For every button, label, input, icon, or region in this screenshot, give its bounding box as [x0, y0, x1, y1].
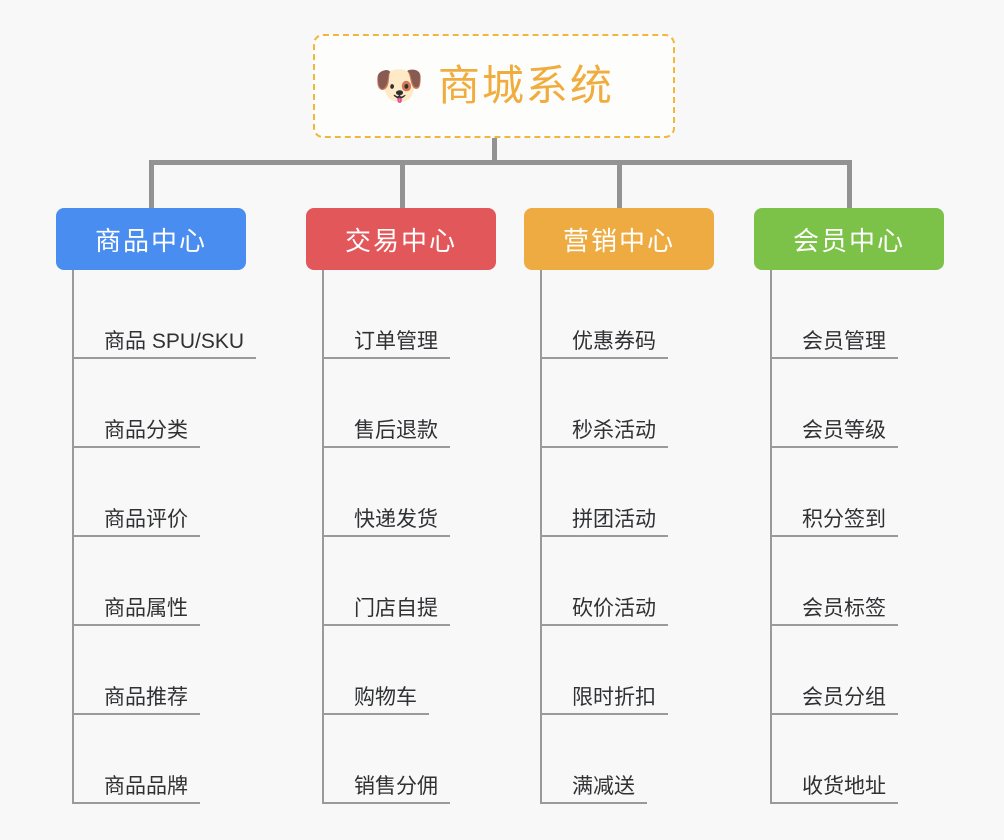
leaf-item-underline [540, 624, 668, 626]
leaf-item-underline [72, 624, 200, 626]
category-header-3[interactable]: 营销中心 [524, 208, 714, 270]
leaf-item[interactable]: 会员管理 [770, 270, 944, 359]
leaf-item-underline [770, 802, 898, 804]
leaf-item-underline [770, 535, 898, 537]
leaf-item-label: 限时折扣 [572, 685, 656, 709]
leaf-item-underline [72, 802, 200, 804]
leaf-item-underline [322, 802, 450, 804]
leaf-item[interactable]: 砍价活动 [540, 537, 714, 626]
leaf-item-label: 商品评价 [104, 507, 188, 531]
leaf-item-underline [540, 446, 668, 448]
leaf-item[interactable]: 商品品牌 [72, 715, 246, 804]
leaf-item-label: 拼团活动 [572, 507, 656, 531]
leaf-item-label: 会员分组 [802, 685, 886, 709]
leaf-item-label: 商品推荐 [104, 685, 188, 709]
leaf-item[interactable]: 购物车 [322, 626, 496, 715]
leaf-item-label: 商品属性 [104, 596, 188, 620]
leaf-item-underline [322, 535, 450, 537]
leaf-item-label: 会员等级 [802, 418, 886, 442]
leaf-item-label: 快递发货 [354, 507, 438, 531]
leaf-item-label: 门店自提 [354, 596, 438, 620]
leaf-item-label: 售后退款 [354, 418, 438, 442]
leaf-item-label: 商品分类 [104, 418, 188, 442]
leaf-item[interactable]: 门店自提 [322, 537, 496, 626]
leaf-list-2: 订单管理售后退款快递发货门店自提购物车销售分佣 [322, 270, 496, 804]
category-column-1: 商品中心商品 SPU/SKU 商品分类商品评价商品属性商品推荐商品品牌 [56, 208, 257, 804]
connector-drop-4 [847, 160, 852, 208]
leaf-list-4: 会员管理会员等级积分签到会员标签会员分组收货地址 [770, 270, 944, 804]
leaf-item[interactable]: 积分签到 [770, 448, 944, 537]
connector-bus [149, 160, 852, 165]
leaf-item[interactable]: 快递发货 [322, 448, 496, 537]
connector-drop-1 [149, 160, 154, 208]
leaf-item-label: 购物车 [354, 685, 417, 709]
leaf-item-label: 秒杀活动 [572, 418, 656, 442]
leaf-item-underline [322, 446, 450, 448]
leaf-item-label: 商品品牌 [104, 774, 188, 798]
leaf-item-underline [72, 357, 257, 359]
connector-drop-2 [400, 160, 405, 208]
leaf-item[interactable]: 订单管理 [322, 270, 496, 359]
leaf-item-underline [770, 624, 898, 626]
shiba-dog-face-icon: 🐶 [374, 64, 424, 108]
connector-drop-3 [617, 160, 622, 208]
leaf-stem-1 [72, 270, 74, 804]
leaf-item[interactable]: 收货地址 [770, 715, 944, 804]
leaf-item-underline [770, 446, 898, 448]
leaf-item-underline [540, 713, 668, 715]
leaf-item-label: 积分签到 [802, 507, 886, 531]
leaf-item-label: 收货地址 [802, 774, 886, 798]
leaf-item[interactable]: 销售分佣 [322, 715, 496, 804]
leaf-item-underline [72, 446, 200, 448]
leaf-stem-2 [322, 270, 324, 804]
root-node[interactable]: 🐶 商城系统 [313, 34, 675, 138]
leaf-item[interactable]: 商品 SPU/SKU [72, 270, 257, 359]
category-column-3: 营销中心优惠券码秒杀活动拼团活动砍价活动限时折扣满减送 [524, 208, 714, 804]
category-header-4[interactable]: 会员中心 [754, 208, 944, 270]
leaf-item[interactable]: 商品分类 [72, 359, 246, 448]
category-column-4: 会员中心会员管理会员等级积分签到会员标签会员分组收货地址 [754, 208, 944, 804]
leaf-item-label: 会员标签 [802, 596, 886, 620]
category-header-2[interactable]: 交易中心 [306, 208, 496, 270]
leaf-item[interactable]: 优惠券码 [540, 270, 714, 359]
leaf-item-label: 优惠券码 [572, 329, 656, 353]
leaf-item-underline [540, 357, 668, 359]
leaf-item-underline [770, 713, 898, 715]
leaf-stem-4 [770, 270, 772, 804]
leaf-item-label: 会员管理 [802, 329, 886, 353]
leaf-item[interactable]: 商品推荐 [72, 626, 246, 715]
leaf-item[interactable]: 售后退款 [322, 359, 496, 448]
leaf-item-underline [322, 713, 429, 715]
leaf-item[interactable]: 拼团活动 [540, 448, 714, 537]
leaf-item[interactable]: 会员分组 [770, 626, 944, 715]
leaf-item-underline [540, 802, 647, 804]
leaf-item-label: 砍价活动 [572, 596, 656, 620]
leaf-item[interactable]: 会员标签 [770, 537, 944, 626]
leaf-item[interactable]: 限时折扣 [540, 626, 714, 715]
leaf-item-underline [770, 357, 898, 359]
leaf-item-underline [322, 357, 450, 359]
connector-trunk [492, 138, 497, 164]
leaf-item[interactable]: 会员等级 [770, 359, 944, 448]
leaf-stem-3 [540, 270, 542, 804]
leaf-item[interactable]: 商品评价 [72, 448, 246, 537]
leaf-list-1: 商品 SPU/SKU 商品分类商品评价商品属性商品推荐商品品牌 [72, 270, 257, 804]
leaf-item-label: 销售分佣 [354, 774, 438, 798]
leaf-item-underline [540, 535, 668, 537]
leaf-item-underline [72, 713, 200, 715]
leaf-item-underline [72, 535, 200, 537]
leaf-item-label: 商品 SPU/SKU [104, 329, 245, 353]
category-column-2: 交易中心订单管理售后退款快递发货门店自提购物车销售分佣 [306, 208, 496, 804]
category-header-1[interactable]: 商品中心 [56, 208, 246, 270]
leaf-item[interactable]: 满减送 [540, 715, 714, 804]
leaf-item-underline [322, 624, 450, 626]
leaf-item[interactable]: 商品属性 [72, 537, 246, 626]
leaf-list-3: 优惠券码秒杀活动拼团活动砍价活动限时折扣满减送 [540, 270, 714, 804]
leaf-item[interactable]: 秒杀活动 [540, 359, 714, 448]
leaf-item-label: 满减送 [572, 774, 635, 798]
root-node-label: 商城系统 [437, 62, 614, 109]
leaf-item-label: 订单管理 [354, 329, 438, 353]
